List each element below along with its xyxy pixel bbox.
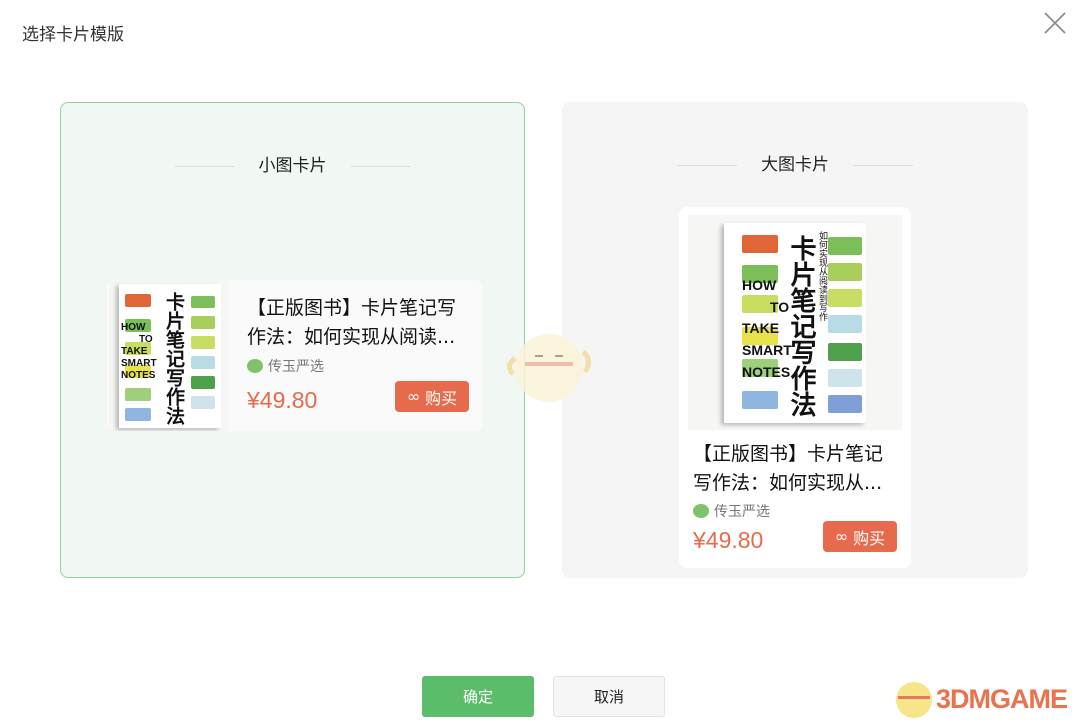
cover-title: 卡片笔记写作法 (786, 235, 816, 417)
mascot-chick-icon (507, 334, 591, 402)
template-heading: 大图卡片 (562, 150, 1028, 175)
buy-button[interactable]: ∞购买 (823, 521, 897, 552)
shop-name: 传玉严选 (247, 356, 324, 376)
close-icon[interactable] (1042, 10, 1068, 36)
watermark-logo: 3DMGAME (888, 676, 1073, 722)
dialog-title: 选择卡片模版 (22, 25, 124, 45)
shop-name: 传玉严选 (693, 501, 770, 521)
link-icon: ∞ (834, 527, 849, 546)
link-icon: ∞ (406, 387, 421, 406)
cover-subtitle: 如何实现从阅读到写作 (817, 231, 827, 321)
shop-frog-icon (693, 504, 709, 518)
product-price: ¥49.80 (693, 527, 764, 553)
product-title: 【正版图书】卡片笔记写作法：如何实现从阅读... (247, 297, 457, 348)
confirm-button[interactable]: 确定 (422, 676, 534, 717)
buy-button[interactable]: ∞购买 (395, 381, 469, 412)
shop-frog-icon (247, 359, 263, 373)
product-price: ¥49.80 (247, 387, 318, 413)
watermark-chick-icon (896, 682, 932, 718)
product-title: 【正版图书】卡片笔记写作法：如何实现从... (693, 443, 884, 494)
cancel-button[interactable]: 取消 (553, 676, 665, 717)
template-heading: 小图卡片 (61, 151, 524, 176)
cover-title: 卡片笔记写作法 (163, 292, 185, 425)
